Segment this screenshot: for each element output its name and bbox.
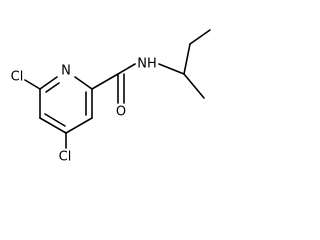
bond-c3-c4 — [65, 117, 93, 134]
bond-ch-ch2 — [183, 43, 191, 75]
bond-c2-carbonyl — [91, 73, 119, 90]
bond-c4-c5 — [39, 117, 67, 134]
pyridine-ring — [39, 76, 93, 134]
bond-c6-n1 — [39, 76, 58, 90]
atom-ring-nitrogen: N — [61, 64, 71, 79]
bond-ch2-ch3 — [189, 29, 211, 45]
bond-c6-cl — [24, 79, 41, 90]
bond-c6-n1-inner — [45, 82, 60, 93]
bond-carbonyl-nh — [117, 63, 136, 75]
atom-carbonyl-oxygen: O — [116, 105, 126, 120]
chemical-structure: N Cl Cl O NH — [11, 29, 211, 165]
bond-c4-c5-inner — [44, 113, 66, 127]
atom-amide-nh: NH — [137, 57, 157, 72]
atom-chlorine-3: Cl — [59, 150, 72, 165]
atom-chlorine-6: Cl — [11, 70, 24, 85]
bond-n1-c2 — [74, 76, 93, 90]
bond-ch-methyl — [183, 73, 205, 99]
bond-nh-ch — [158, 63, 185, 75]
